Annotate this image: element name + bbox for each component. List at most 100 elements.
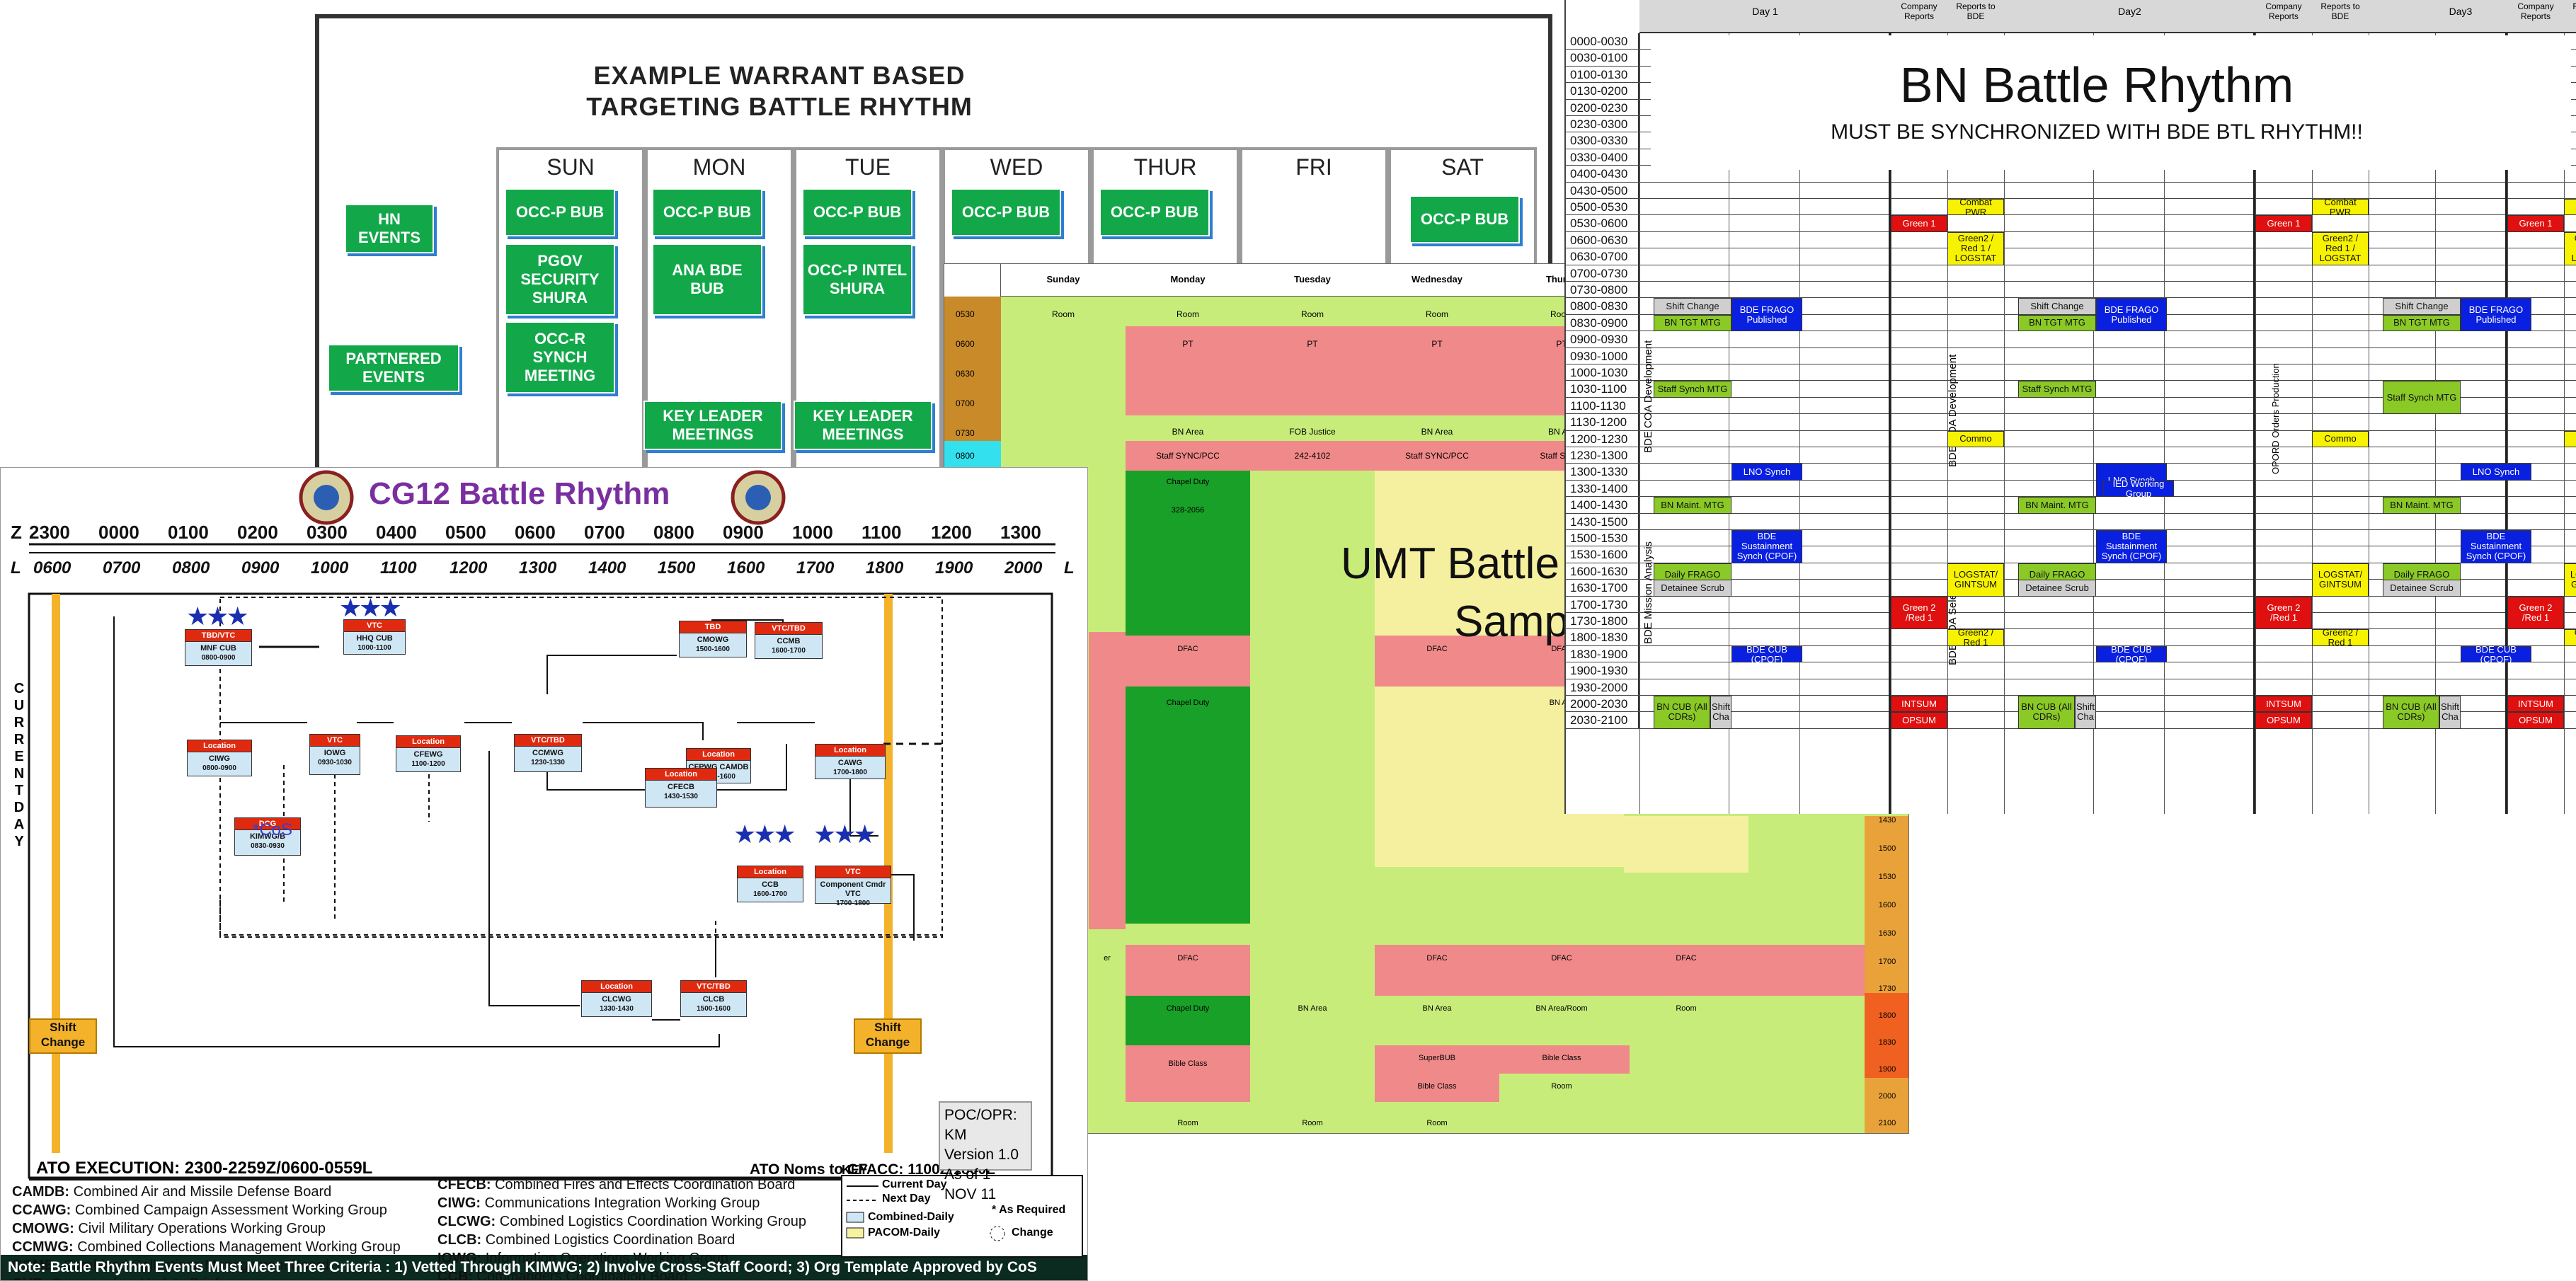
umt-panel: Sunday Monday Tuesday Wednesday Thursd 0… — [944, 263, 1909, 1134]
bn-event-staff_synch: Staff Synch MTG — [2018, 381, 2096, 398]
glossary-abbr: IOWG: — [437, 1251, 482, 1266]
umt-dfac-gap2 — [1250, 945, 1375, 996]
glossary-def: Combined Fires and Effects Coordination … — [491, 1177, 796, 1193]
bn-event-green2r1: Green2 / Red 1 — [2312, 627, 2369, 648]
umt-right-time: 1530 — [1878, 873, 1896, 881]
bn-day-divider — [2505, 0, 2507, 814]
glossary-row: CCAWG: Combined Campaign Assessment Work… — [12, 1201, 401, 1219]
l-time: 0900 — [241, 558, 280, 578]
bn-event-shift_cha: Shift Cha — [2439, 696, 2461, 729]
glossary-def: Combined Collections Management Working … — [73, 1239, 401, 1255]
bn-time-label: 0130-0200 — [1566, 83, 1639, 99]
bn-event-green2r1: Green2 / Red 1 — [2564, 627, 2576, 646]
z-time: 0300 — [307, 522, 348, 543]
current-day-label: CURRENTDAY — [13, 681, 25, 849]
star-icon: ★★★ — [733, 820, 796, 849]
bn-col-divider — [2507, 0, 2508, 814]
bn-col-divider — [2564, 0, 2565, 814]
bn-row: 1930-2000 — [1566, 679, 2576, 696]
bn-time-label: 1230-1300 — [1566, 447, 1639, 464]
bn-event-green2: Green2 / Red 1 / LOGSTAT — [1947, 231, 2004, 265]
z-time: 1300 — [1000, 522, 1041, 543]
bn-row: 1300-1330 — [1566, 464, 2576, 481]
glossary-def: Combined Logistics Coordination Board — [481, 1232, 735, 1248]
bn-time-label: 0030-0100 — [1566, 50, 1639, 66]
bn-head-company: Company Reports — [2517, 1, 2554, 21]
node-time: 1600-1700 — [772, 647, 806, 655]
z-time: Z — [11, 522, 22, 543]
key-combined-swatch — [846, 1212, 864, 1223]
glossary-row: IOWG: Information Operations Working Gro… — [437, 1249, 806, 1268]
z-time: 0100 — [168, 522, 209, 543]
warrant-title-line1: EXAMPLE WARRANT BASED — [593, 61, 966, 90]
poc-line: Version 1.0 — [944, 1147, 1019, 1163]
bn-time-label: 1730-1800 — [1566, 613, 1639, 629]
bn-col-divider — [2004, 0, 2005, 814]
bn-event-lno: LNO Synch — [2461, 464, 2531, 481]
node-name: CFEWG — [413, 750, 443, 759]
bn-title-area — [1651, 35, 2571, 170]
umt-dfac-gap — [1250, 636, 1375, 687]
bn-time-label: 0200-0230 — [1566, 99, 1639, 115]
glossary-row: CFECB: Combined Fires and Effects Coordi… — [437, 1176, 806, 1194]
glossary-abbr: CAMDB: — [12, 1184, 70, 1200]
cg12-lines — [1, 470, 1087, 1280]
umt-head-mon: Monday — [1170, 274, 1206, 285]
glossary-row: CLCB: Combined Logistics Coordination Bo… — [437, 1231, 806, 1249]
bn-event-combat_pwr: Combat PWR — [1947, 197, 2004, 217]
bn-event-shift_change: Shift Change — [1654, 298, 1731, 315]
bn-event-green2: Green2 / Red 1 / LOGSTAT — [2564, 231, 2576, 265]
umt-cell: BN Area — [1172, 427, 1204, 437]
node-tag: Location — [646, 769, 716, 781]
glossary-abbr: CCAWG: — [12, 1202, 71, 1218]
node-tag: VTC — [815, 866, 891, 878]
z-time: 1000 — [792, 522, 833, 543]
node-tag: Location — [582, 981, 651, 993]
bn-col-divider — [1947, 0, 1948, 814]
umt-cell: PT — [1307, 339, 1318, 349]
bn-event-bde_sust: BDE Sustainment Synch (CPOF) — [2096, 530, 2167, 563]
umt-bible-block — [1126, 1045, 1250, 1102]
umt-pt-block — [1126, 326, 1624, 415]
node-name: CLCWG — [602, 995, 631, 1004]
node-time: 1100-1200 — [411, 760, 445, 768]
shift-bar-left — [52, 594, 60, 1153]
umt-label: Room — [1551, 1082, 1572, 1091]
node-name: MNF CUB — [200, 644, 236, 653]
day-head: SAT — [1441, 154, 1484, 180]
node-time: 1700-1800 — [836, 900, 870, 907]
umt-title-line1: UMT Battle — [1341, 539, 1559, 588]
node-tag: Location — [815, 745, 885, 757]
glossary-right: CFECB: Combined Fires and Effects Coordi… — [437, 1176, 806, 1280]
bn-time-label: 0430-0500 — [1566, 182, 1639, 198]
bn-row: 0500-0530 — [1566, 199, 2576, 216]
mon-ana-bde-bub: ANA BDE BUB — [652, 243, 762, 316]
bn-event-detainee: Detainee Scrub — [1654, 580, 1731, 597]
glossary-def: Civil Military Operations Working Group — [74, 1221, 326, 1236]
bn-event-green1: Green 1 — [2255, 215, 2312, 232]
bn-event-green2r1: Green2 / Red 1 — [1947, 627, 2004, 648]
bn-event-bde_cub: BDE CUB (CPOF) — [2461, 644, 2531, 664]
node-tag: TBD/VTC — [185, 630, 251, 642]
z-time: 0500 — [445, 522, 486, 543]
l-time: 1500 — [658, 558, 696, 578]
day-head: TUE — [845, 154, 891, 180]
umt-right-time: 1730 — [1878, 984, 1896, 993]
umt-cell: BN Area — [1421, 427, 1453, 437]
umt-cell: Staff SYNC/PCC — [1405, 451, 1469, 461]
bn-event-bde_sust: BDE Sustainment Synch (CPOF) — [2461, 530, 2531, 563]
bn-time-label: 1900-1930 — [1566, 662, 1639, 679]
bn-row: 0430-0500 — [1566, 182, 2576, 199]
node-name: KIMWG/B — [249, 832, 286, 841]
flow-line — [488, 751, 580, 1006]
bn-side-label: BDE Mission Analysis — [1642, 541, 1654, 644]
tue-intel-shura: OCC-P INTEL SHURA — [802, 243, 912, 316]
key-as-required: * As Required — [992, 1204, 1066, 1216]
